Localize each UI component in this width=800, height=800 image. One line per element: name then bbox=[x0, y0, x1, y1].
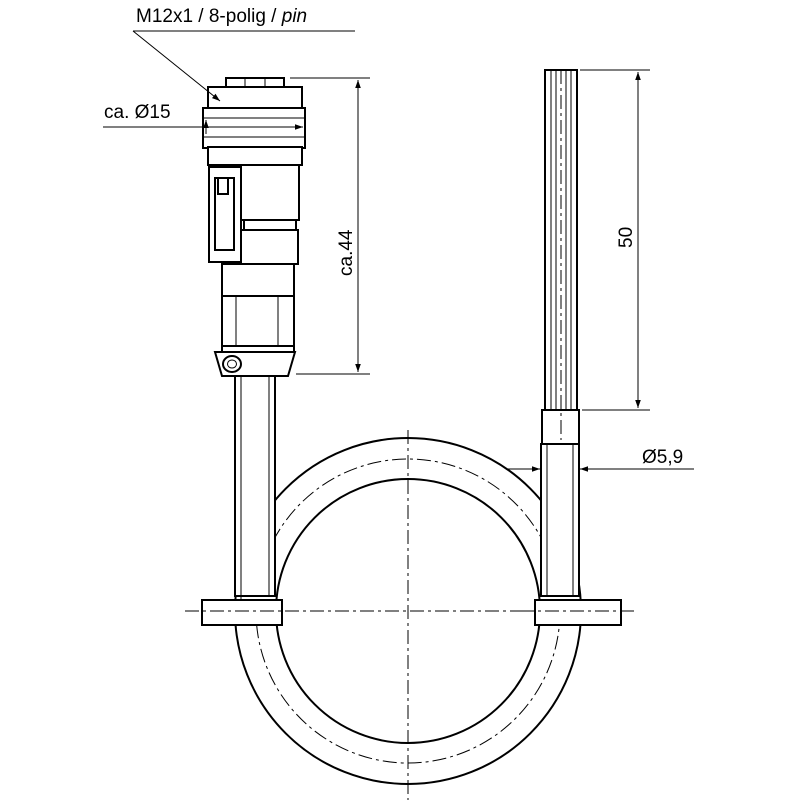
dimension-connector-type: M12x1 / 8-polig / pin bbox=[132, 6, 355, 102]
right-tube bbox=[540, 443, 580, 597]
connector-type-label: M12x1 / 8-polig / pin bbox=[136, 6, 307, 27]
dimension-tube-diameter: Ø5,9 bbox=[508, 447, 694, 472]
clamps bbox=[185, 599, 635, 626]
dimension-connector-diameter: ca. Ø15 bbox=[103, 102, 303, 134]
tube-diameter-label: Ø5,9 bbox=[642, 447, 683, 468]
dimension-connector-length: ca.44 bbox=[290, 77, 370, 375]
m12-connector bbox=[202, 77, 306, 377]
probe-sensor bbox=[541, 69, 580, 445]
dimension-probe-length: 50 bbox=[580, 69, 650, 411]
connector-length-label: ca.44 bbox=[336, 229, 357, 276]
connector-diameter-label: ca. Ø15 bbox=[104, 102, 171, 123]
left-tube bbox=[234, 375, 276, 597]
probe-length-label: 50 bbox=[616, 227, 637, 248]
